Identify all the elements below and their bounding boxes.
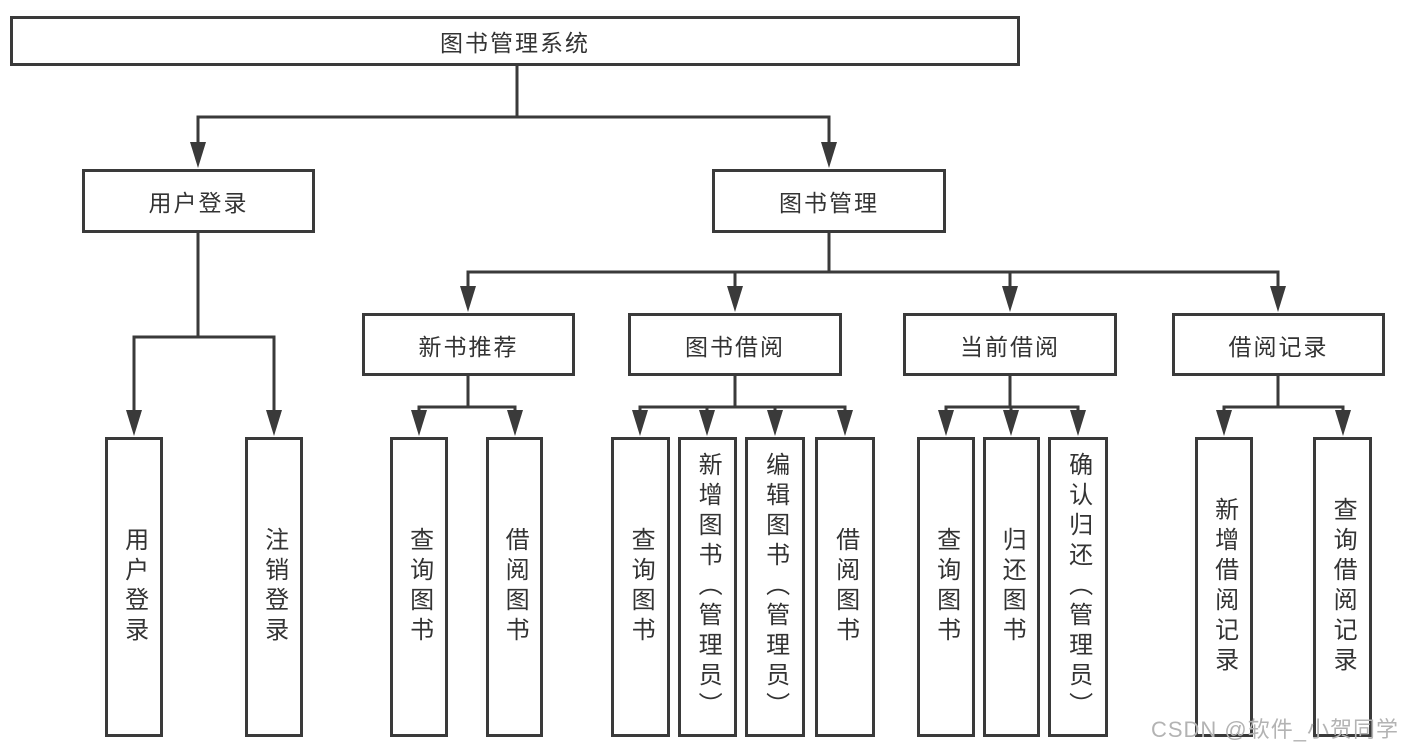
arrowheads xyxy=(126,142,1351,436)
leaf-user-login: 用户登录 xyxy=(105,437,163,737)
node-label: 用户登录 xyxy=(148,190,249,216)
leaf-query-books-current: 查询图书 xyxy=(917,437,975,737)
node-label: 查询图书 xyxy=(405,527,433,647)
leaf-query-books-recommend: 查询图书 xyxy=(390,437,448,737)
edge-s4-branch xyxy=(1222,405,1345,412)
edge-s2-branch xyxy=(638,405,847,412)
node-label: 查询图书 xyxy=(627,527,655,647)
arrowhead xyxy=(938,410,954,436)
node-label: 新增借阅记录 xyxy=(1210,497,1238,677)
arrowhead xyxy=(1270,286,1286,312)
node-label: 注销登录 xyxy=(260,527,288,647)
node-label: 图书借阅 xyxy=(685,333,785,360)
node-new-book-recommend: 新书推荐 xyxy=(362,313,575,376)
arrowhead xyxy=(821,142,837,168)
leaf-add-book-admin: 新增图书（管理员） xyxy=(678,437,737,737)
node-label: 确认归还（管理员） xyxy=(1064,452,1092,722)
node-label: 图书管理 xyxy=(779,190,879,216)
arrowhead xyxy=(266,410,282,436)
leaf-query-books-borrow: 查询图书 xyxy=(611,437,670,737)
arrowhead xyxy=(837,410,853,436)
node-label: 当前借阅 xyxy=(960,333,1060,360)
arrowhead xyxy=(126,410,142,436)
arrowhead xyxy=(190,142,206,168)
node-label: 用户登录 xyxy=(120,527,148,647)
node-label: 新增图书（管理员） xyxy=(694,452,722,722)
arrowhead xyxy=(699,410,715,436)
arrowhead xyxy=(460,286,476,312)
node-book-management: 图书管理 xyxy=(712,169,946,233)
leaf-logout: 注销登录 xyxy=(245,437,303,737)
node-label: 新书推荐 xyxy=(418,333,519,360)
leaf-borrow-books-recommend: 借阅图书 xyxy=(486,437,543,737)
node-label: 图书管理系统 xyxy=(440,30,590,56)
node-borrow-records: 借阅记录 xyxy=(1172,313,1385,376)
edge-root-branch xyxy=(196,115,831,144)
arrowhead xyxy=(1070,410,1086,436)
arrowhead xyxy=(411,410,427,436)
node-label: 查询图书 xyxy=(932,527,960,647)
node-label: 借阅记录 xyxy=(1228,333,1329,360)
arrowhead xyxy=(632,410,648,436)
leaf-add-borrow-record: 新增借阅记录 xyxy=(1195,437,1253,737)
node-book-borrow: 图书借阅 xyxy=(628,313,842,376)
arrowhead xyxy=(727,286,743,312)
node-current-borrow: 当前借阅 xyxy=(903,313,1117,376)
node-label: 归还图书 xyxy=(998,527,1026,647)
edge-mgmt-branch xyxy=(466,270,1280,288)
arrowhead xyxy=(767,410,783,436)
leaf-return-book: 归还图书 xyxy=(983,437,1040,737)
arrowhead xyxy=(1002,286,1018,312)
node-library-system: 图书管理系统 xyxy=(10,16,1020,66)
leaf-confirm-return-admin: 确认归还（管理员） xyxy=(1048,437,1108,737)
leaf-edit-book-admin: 编辑图书（管理员） xyxy=(745,437,805,737)
edge-s1-branch xyxy=(417,405,517,412)
csdn-watermark: CSDN @软件_小贺同学 xyxy=(1150,717,1399,742)
node-label: 查询借阅记录 xyxy=(1329,497,1357,677)
arrowhead xyxy=(1216,410,1232,436)
node-user-login: 用户登录 xyxy=(82,169,315,233)
node-label: 借阅图书 xyxy=(501,527,529,647)
leaf-borrow-books: 借阅图书 xyxy=(815,437,875,737)
leaf-query-borrow-record: 查询借阅记录 xyxy=(1313,437,1372,737)
node-label: 编辑图书（管理员） xyxy=(761,452,789,722)
arrowhead xyxy=(1335,410,1351,436)
arrowhead xyxy=(507,410,523,436)
arrowhead xyxy=(1003,410,1019,436)
edge-login-branch xyxy=(132,335,276,412)
node-label: 借阅图书 xyxy=(831,527,859,647)
